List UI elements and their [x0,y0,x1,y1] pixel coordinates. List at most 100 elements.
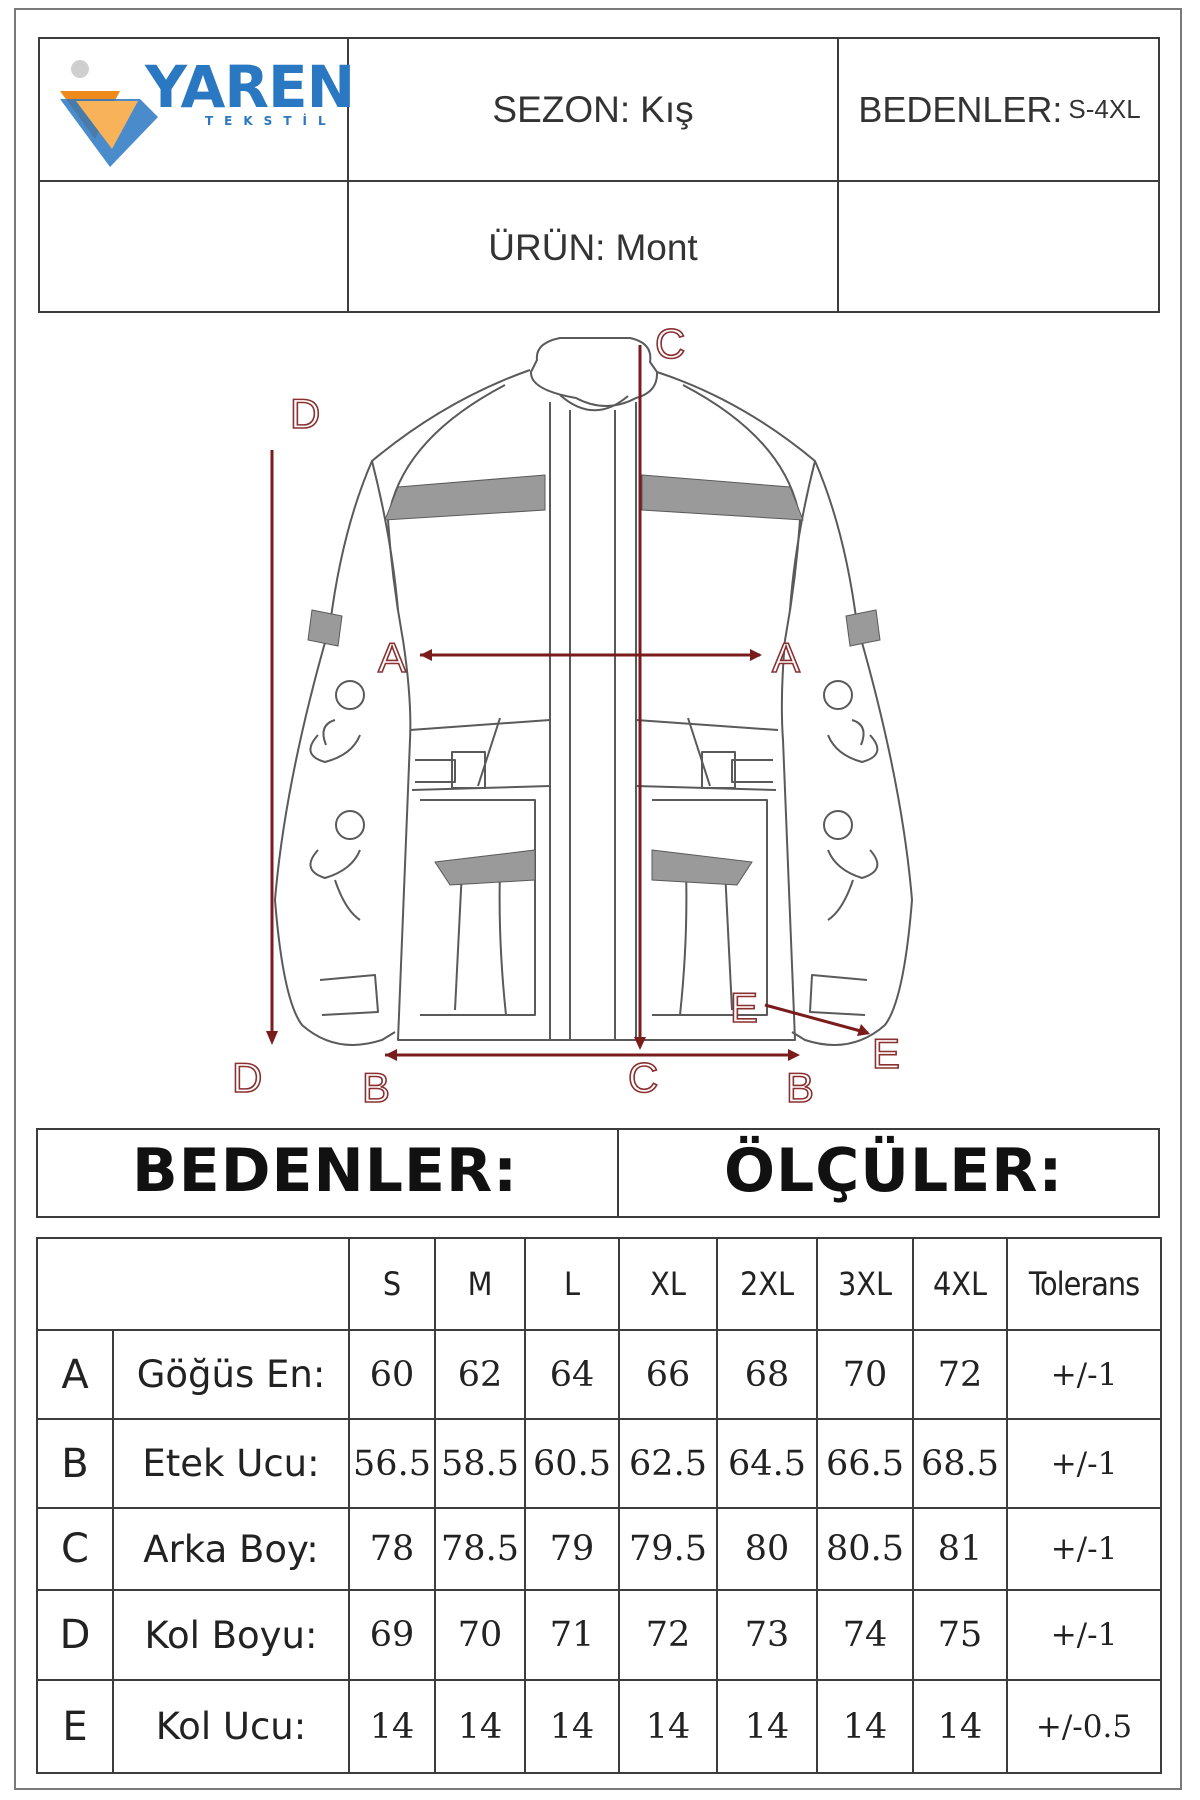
section-titles: BEDENLER: ÖLÇÜLER: [36,1128,1160,1218]
season-value: Kış [640,88,694,130]
season-cell: SEZON: Kış [349,39,837,180]
measure-name: Göğüs En: [112,1329,350,1420]
measure-value: 60.5 [524,1418,620,1509]
measurement-letters: D D C C A A B B E E [231,319,901,1110]
measure-code: D [36,1589,114,1681]
measure-code: A [36,1329,114,1420]
brand-subtitle: TEKSTİL [205,114,337,128]
brand-name: YAREN [145,53,355,121]
measure-value: 72 [618,1589,718,1681]
measure-name: Etek Ucu: [112,1418,350,1509]
table-header-row: S M L XL 2XL 3XL 4XL Tolerans [36,1237,1162,1331]
size-header: 3XL [816,1237,914,1331]
measure-value: 58.5 [434,1418,526,1509]
measure-value: 80.5 [816,1507,914,1591]
measure-value: 81 [912,1507,1008,1591]
label-a-left: A [378,634,406,681]
table-row: A Göğüs En: 60 62 64 66 68 70 72 +/-1 [36,1329,1162,1420]
measurement-lines [270,345,869,1057]
size-measurement-table: S M L XL 2XL 3XL 4XL Tolerans A Göğüs En… [36,1237,1162,1774]
jacket-outline [274,337,913,1046]
size-header: S [348,1237,436,1331]
measure-code: E [36,1679,114,1774]
table-row: D Kol Boyu: 69 70 71 72 73 74 75 +/-1 [36,1589,1162,1681]
season-label: SEZON: [492,88,631,130]
measure-value: 62.5 [618,1418,718,1509]
measure-value: 14 [912,1679,1008,1774]
header-blank-cell [36,1237,350,1331]
measure-code: C [36,1507,114,1591]
size-header: XL [618,1237,718,1331]
measures-section-title: ÖLÇÜLER: [724,1136,1064,1206]
size-chart-sheet [14,8,1182,1790]
tolerance-header: Tolerans [1006,1237,1162,1331]
measure-name: Arka Boy: [112,1507,350,1591]
tolerance-value: +/-1 [1006,1329,1162,1420]
sizes-range-label: BEDENLER: [858,88,1063,130]
measure-name: Kol Ucu: [112,1679,350,1774]
label-c-bottom: C [628,1054,658,1101]
measure-line-e [764,1003,869,1035]
measure-value: 68.5 [912,1418,1008,1509]
measure-value: 14 [348,1679,436,1774]
label-d-top: D [290,390,320,437]
jacket-measurement-diagram: D D C C A A B B E E [231,319,913,1110]
label-b-right: B [786,1064,814,1110]
brand-chevron-icon [60,60,158,167]
measure-value: 14 [618,1679,718,1774]
measure-value: 14 [524,1679,620,1774]
product-cell: ÜRÜN: Mont [349,182,837,313]
label-a-right: A [772,634,800,681]
tolerance-value: +/-1 [1006,1418,1162,1509]
sizes-range-cell: BEDENLER: S-4XL [839,39,1160,180]
measure-value: 70 [434,1589,526,1681]
label-e-right: E [872,1030,900,1077]
label-e-left: E [730,984,758,1031]
measure-value: 79.5 [618,1507,718,1591]
measurement-arrowheads [266,649,870,1061]
measure-value: 70 [816,1329,914,1420]
size-header: 4XL [912,1237,1008,1331]
measure-value: 56.5 [348,1418,436,1509]
measure-value: 66 [618,1329,718,1420]
table-row: E Kol Ucu: 14 14 14 14 14 14 14 +/-0.5 [36,1679,1162,1774]
measure-value: 78 [348,1507,436,1591]
size-header: L [524,1237,620,1331]
table-row: C Arka Boy: 78 78.5 79 79.5 80 80.5 81 +… [36,1507,1162,1591]
sizes-section-title: BEDENLER: [132,1136,519,1206]
measure-code: B [36,1418,114,1509]
measure-value: 14 [816,1679,914,1774]
measure-value: 14 [716,1679,818,1774]
table-row: B Etek Ucu: 56.5 58.5 60.5 62.5 64.5 66.… [36,1418,1162,1509]
tolerance-value: +/-1 [1006,1507,1162,1591]
measure-value: 72 [912,1329,1008,1420]
measure-value: 69 [348,1589,436,1681]
measure-value: 79 [524,1507,620,1591]
size-header: M [434,1237,526,1331]
label-c-top: C [655,320,685,367]
measure-value: 75 [912,1589,1008,1681]
product-label: ÜRÜN: [488,226,606,268]
measure-value: 78.5 [434,1507,526,1591]
measure-value: 68 [716,1329,818,1420]
measure-value: 66.5 [816,1418,914,1509]
measure-value: 60 [348,1329,436,1420]
label-d-bottom: D [232,1054,262,1101]
size-header: 2XL [716,1237,818,1331]
measure-value: 62 [434,1329,526,1420]
label-b-left: B [362,1064,390,1110]
measure-value: 64 [524,1329,620,1420]
measure-value: 80 [716,1507,818,1591]
product-value: Mont [615,226,698,268]
measure-value: 64.5 [716,1418,818,1509]
tolerance-value: +/-0.5 [1006,1679,1162,1774]
sizes-range-value: S-4XL [1068,94,1141,124]
measure-value: 74 [816,1589,914,1681]
measure-value: 73 [716,1589,818,1681]
measure-value: 14 [434,1679,526,1774]
reflective-panels [307,474,881,886]
tolerance-value: +/-1 [1006,1589,1162,1681]
measure-value: 71 [524,1589,620,1681]
measure-name: Kol Boyu: [112,1589,350,1681]
brand-logo: YAREN TEKSTİL [40,39,355,180]
